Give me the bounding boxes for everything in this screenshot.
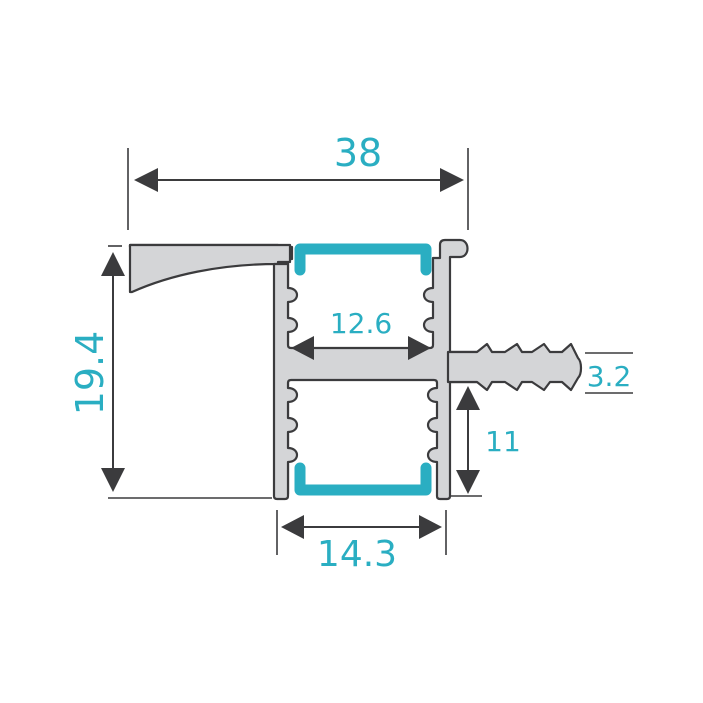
label-overall-height: 19.4 bbox=[68, 331, 112, 416]
label-overall-width: 38 bbox=[334, 131, 382, 175]
anchor-fin bbox=[446, 342, 583, 392]
dimension-overall-width: 38 bbox=[127, 131, 469, 230]
dimension-outer-channel: 14.3 bbox=[276, 510, 447, 575]
left-wall bbox=[272, 238, 482, 501]
dimension-overall-height: 19.4 bbox=[68, 245, 272, 499]
label-anchor-thickness: 3.2 bbox=[587, 360, 632, 393]
dimension-inner-channel: 12.6 bbox=[291, 307, 431, 360]
diffuser-top bbox=[294, 243, 432, 276]
label-outer-channel: 14.3 bbox=[317, 534, 397, 575]
label-anchor-height: 11 bbox=[485, 425, 521, 458]
aluminium-profile bbox=[128, 238, 583, 501]
dimension-anchor-height: 11 bbox=[450, 386, 521, 497]
diffuser-bottom bbox=[294, 462, 432, 496]
dimension-anchor-thickness: 3.2 bbox=[585, 352, 633, 394]
label-inner-channel: 12.6 bbox=[330, 307, 392, 340]
flange-curved-cap bbox=[128, 243, 292, 294]
